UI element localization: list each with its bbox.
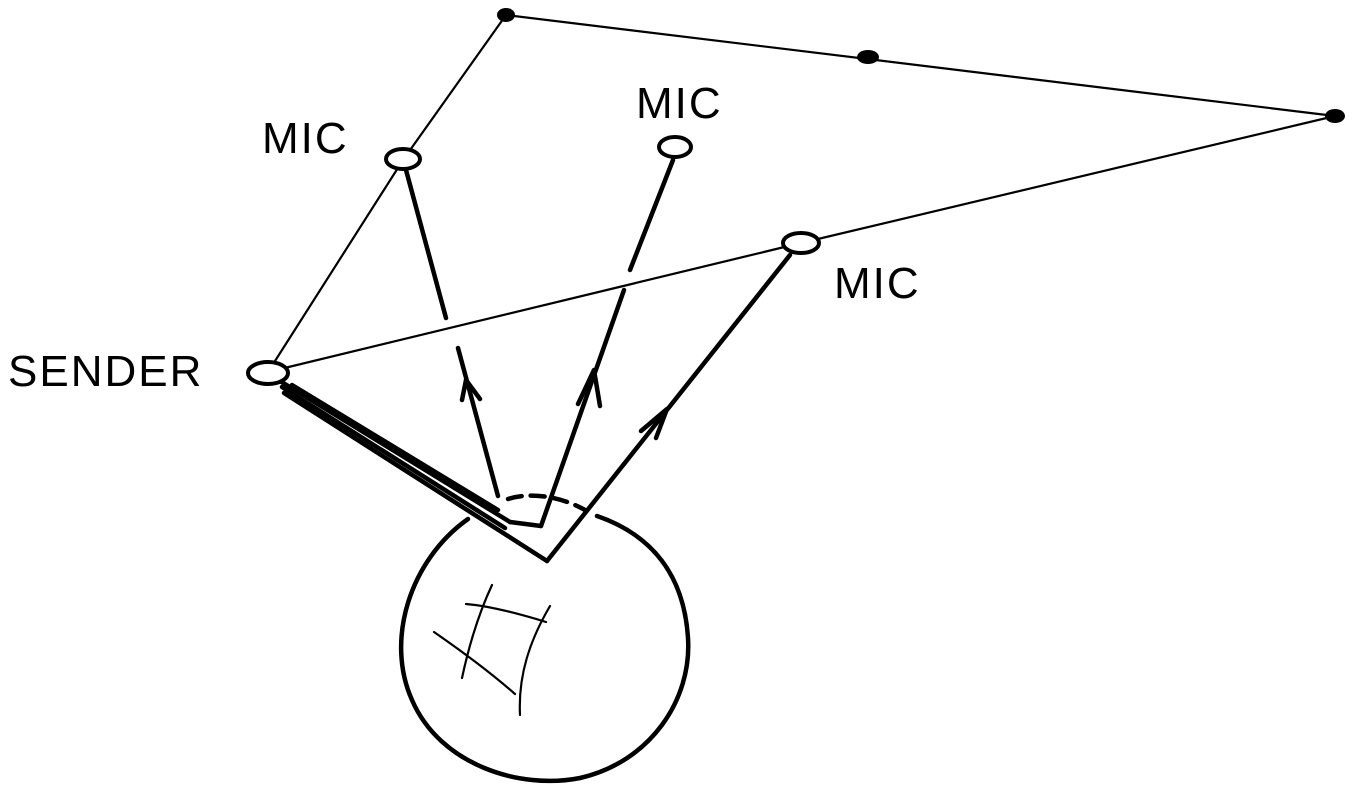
arrowhead-left-ray: [459, 377, 483, 403]
beam-stroke-2: [279, 384, 508, 531]
reflecting-object: [398, 493, 691, 784]
center-mic-label: MIC: [636, 79, 723, 128]
object-grid-line-4: [432, 630, 517, 696]
center-mic-node: [657, 135, 693, 159]
object-grid-line-3: [464, 602, 548, 624]
frame-line-right-mic-to-far-joint: [799, 114, 1337, 245]
right-mic-label: MIC: [834, 259, 921, 308]
object-hidden-edge-dashed: [505, 493, 588, 513]
ray-to-left-mic-lower: [455, 345, 501, 499]
ray-to-center-mic-upper: [627, 157, 676, 273]
frame-line-sender-to-left-mic: [266, 158, 405, 374]
far-joint-dot: [1325, 109, 1345, 123]
object-grid-line-1: [460, 583, 494, 680]
beam-stroke-5: [507, 519, 544, 529]
beam-stroke-1: [277, 378, 513, 525]
array-frame: [266, 13, 1337, 374]
sender-label: SENDER: [8, 347, 203, 396]
right-mic-node: [781, 231, 821, 255]
beam-stroke-4: [289, 382, 501, 513]
left-mic-node: [384, 147, 422, 171]
arrowhead-center-ray: [575, 367, 603, 409]
emitted-beam: [277, 378, 550, 564]
sender-node: [246, 360, 290, 386]
reflected-rays: [403, 157, 793, 564]
arrowhead-right-ray: [638, 406, 670, 441]
top-joint-dot: [497, 8, 515, 22]
ray-to-center-mic-lower: [538, 287, 627, 529]
object-grid-line-2: [518, 604, 552, 717]
beam-stroke-3: [281, 390, 550, 564]
frame-line-sender-to-right-mic: [266, 241, 803, 374]
frame-line-top: [504, 13, 1337, 118]
frame-line-left-mic-to-top-joint: [401, 13, 508, 162]
object-outline: [398, 513, 691, 784]
left-mic-label: MIC: [262, 114, 349, 163]
middle-joint-dot: [857, 50, 879, 64]
ray-to-left-mic-upper: [403, 167, 449, 321]
